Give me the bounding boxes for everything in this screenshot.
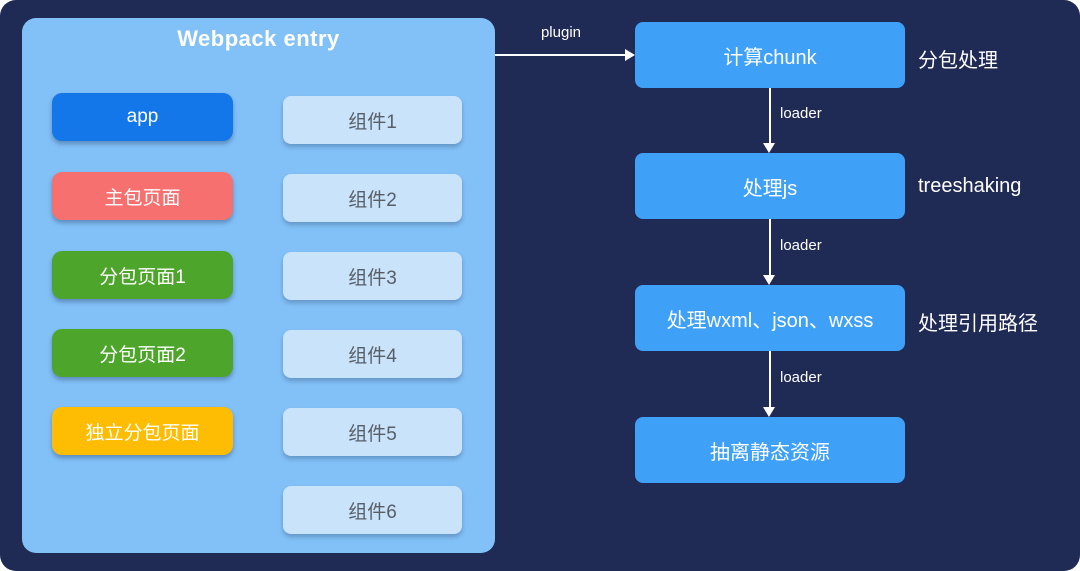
loader-arrowhead-3-icon (763, 407, 775, 417)
plugin-arrowhead-icon (625, 49, 635, 61)
loader-arrow-1-label: loader (780, 105, 822, 122)
side-note-subpackage-processing: 分包处理 (918, 50, 998, 72)
loader-arrowhead-1-icon (763, 143, 775, 153)
page-node-subpackage-2[interactable]: 分包页面2 (52, 329, 233, 377)
panel-title: Webpack entry (177, 26, 340, 51)
page-node-independent-subpackage[interactable]: 独立分包页面 (52, 407, 233, 455)
plugin-arrow (495, 54, 626, 56)
side-note-treeshaking: treeshaking (918, 175, 1022, 197)
flow-step-extract-assets[interactable]: 抽离静态资源 (635, 417, 905, 483)
page-node-main-package[interactable]: 主包页面 (52, 172, 233, 220)
flow-step-compute-chunk[interactable]: 计算chunk (635, 22, 905, 88)
component-node-1[interactable]: 组件1 (283, 96, 462, 144)
loader-arrow-3 (769, 351, 771, 408)
component-node-5[interactable]: 组件5 (283, 408, 462, 456)
plugin-arrow-label: plugin (540, 24, 582, 41)
page-node-app[interactable]: app (52, 93, 233, 141)
flow-step-process-js[interactable]: 处理js (635, 153, 905, 219)
component-node-3[interactable]: 组件3 (283, 252, 462, 300)
component-node-4[interactable]: 组件4 (283, 330, 462, 378)
component-node-2[interactable]: 组件2 (283, 174, 462, 222)
side-note-reference-paths: 处理引用路径 (918, 313, 1038, 335)
loader-arrow-3-label: loader (780, 369, 822, 386)
loader-arrow-1 (769, 88, 771, 144)
component-node-6[interactable]: 组件6 (283, 486, 462, 534)
flow-step-process-wxml[interactable]: 处理wxml、json、wxss (635, 285, 905, 351)
loader-arrow-2 (769, 219, 771, 276)
loader-arrowhead-2-icon (763, 275, 775, 285)
page-node-subpackage-1[interactable]: 分包页面1 (52, 251, 233, 299)
loader-arrow-2-label: loader (780, 237, 822, 254)
